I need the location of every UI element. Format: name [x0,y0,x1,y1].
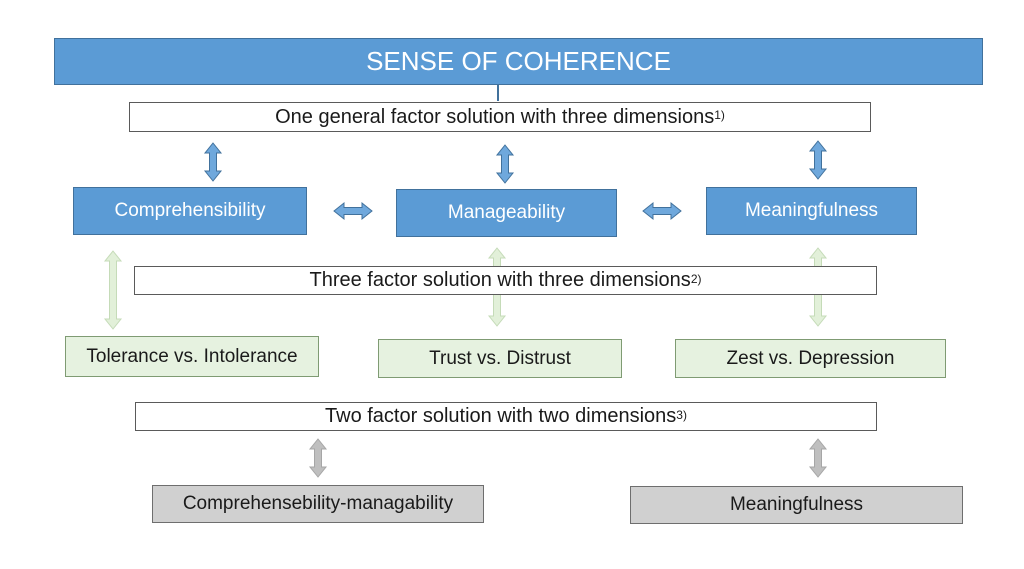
title-box: SENSE OF COHERENCE [54,38,983,85]
comprehensibility-box: Comprehensibility [73,187,307,235]
double-arrow-manageability-meaningfulness [642,202,682,220]
zest-label: Zest vs. Depression [726,347,895,369]
meaningfulness-box: Meaningfulness [706,187,917,235]
trust-box: Trust vs. Distrust [378,339,622,378]
three-factor-text: Three factor solution with three dimensi… [309,269,691,291]
double-arrow-comprehensibility-tolerance [104,250,122,330]
manageability-label: Manageability [447,202,566,223]
tolerance-box: Tolerance vs. Intolerance [65,336,319,377]
two-factor-meaningfulness-label: Meaningfulness [729,494,864,515]
zest-box: Zest vs. Depression [675,339,946,378]
one-factor-banner: One general factor solution with three d… [129,102,871,132]
double-arrow-comprehensibility-manageability [333,202,373,220]
double-arrow-general-comprehensibility [204,142,222,182]
manageability-box: Manageability [396,189,617,237]
one-factor-note: 1) [714,108,725,122]
two-factor-meaningfulness-box: Meaningfulness [630,486,963,524]
comprehensibility-label: Comprehensibility [114,200,266,221]
double-arrow-general-manageability [496,144,514,184]
double-arrow-two-factor-comprehensibility [309,438,327,478]
title-text: SENSE OF COHERENCE [366,46,671,76]
double-arrow-general-meaningfulness [809,140,827,180]
trust-label: Trust vs. Distrust [429,347,571,369]
comprehensibility-manageability-box: Comprehensebility-managability [152,485,484,523]
three-factor-note: 2) [690,271,702,286]
meaningfulness-label: Meaningfulness [744,200,879,221]
double-arrow-two-factor-meaningfulness [809,438,827,478]
three-factor-banner: Three factor solution with three dimensi… [134,266,877,295]
two-factor-note: 3) [676,407,687,422]
tolerance-label: Tolerance vs. Intolerance [86,345,298,367]
two-factor-text: Two factor solution with two dimensions [325,405,677,427]
one-factor-text: One general factor solution with three d… [275,105,715,128]
comprehensibility-manageability-label: Comprehensebility-managability [182,493,454,514]
